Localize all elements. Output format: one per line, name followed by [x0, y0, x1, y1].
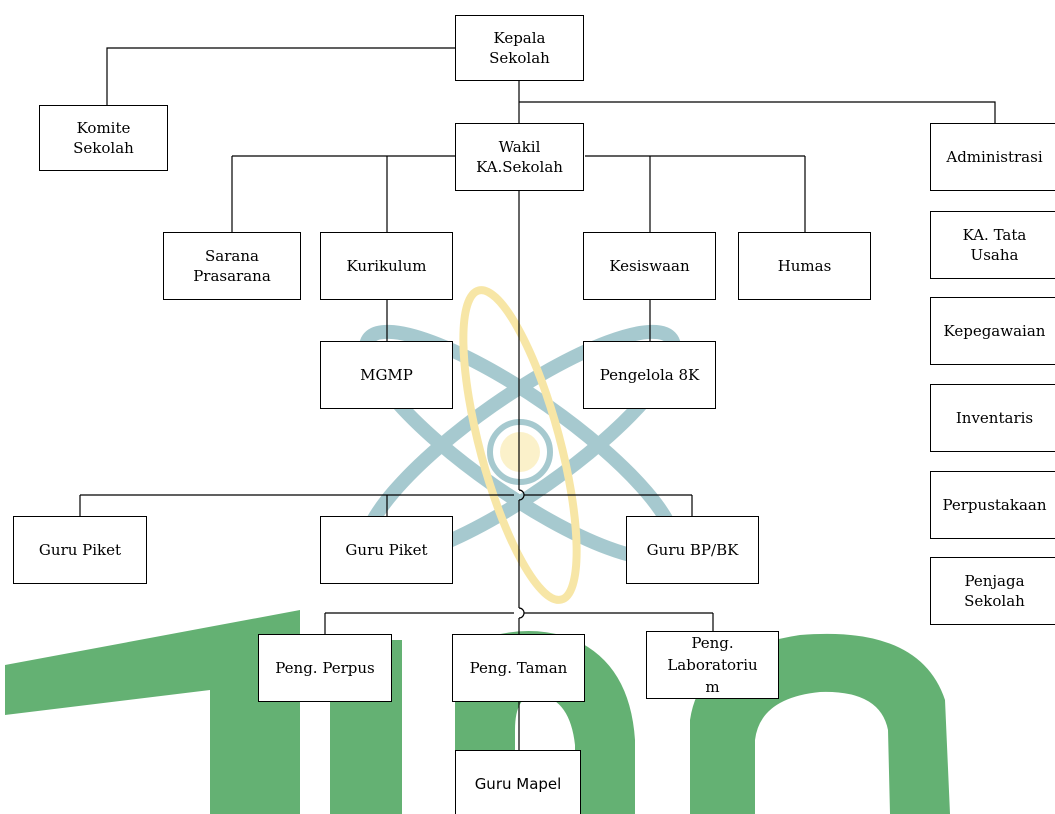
line-kepala-administrasi: [519, 101, 996, 123]
node-kurikulum: Kurikulum: [320, 232, 453, 300]
line-trunk-hop-1: [518, 489, 525, 501]
node-humas: Humas: [738, 232, 871, 300]
node-penjaga-sekolah: Penjaga Sekolah: [930, 557, 1055, 625]
node-kesiswaan: Kesiswaan: [583, 232, 716, 300]
node-ka-tata-usaha: KA. Tata Usaha: [930, 211, 1055, 279]
node-administrasi: Administrasi: [930, 123, 1055, 191]
node-peng-perpus: Peng. Perpus: [258, 634, 392, 702]
node-peng-taman: Peng. Taman: [452, 634, 585, 702]
line-kepala-komite: [106, 47, 455, 105]
node-sarana-prasarana: Sarana Prasarana: [163, 232, 301, 300]
node-guru-bp-bk: Guru BP/BK: [626, 516, 759, 584]
node-guru-mapel: Guru Mapel: [455, 750, 581, 814]
node-kepegawaian: Kepegawaian: [930, 297, 1055, 365]
watermark-letter-1: [5, 610, 300, 814]
node-inventaris: Inventaris: [930, 384, 1055, 452]
node-perpustakaan: Perpustakaan: [930, 471, 1055, 539]
node-peng-laboratorium: Peng. Laboratoriu m: [646, 631, 779, 699]
line-trunk-hop-2: [518, 607, 525, 619]
node-kepala-sekolah: Kepala Sekolah: [455, 15, 584, 81]
node-guru-piket-1: Guru Piket: [13, 516, 147, 584]
node-pengelola-8k: Pengelola 8K: [583, 341, 716, 409]
node-guru-piket-2: Guru Piket: [320, 516, 453, 584]
node-wakil-ka-sekolah: Wakil KA.Sekolah: [455, 123, 584, 191]
node-komite-sekolah: Komite Sekolah: [39, 105, 168, 171]
node-mgmp: MGMP: [320, 341, 453, 409]
